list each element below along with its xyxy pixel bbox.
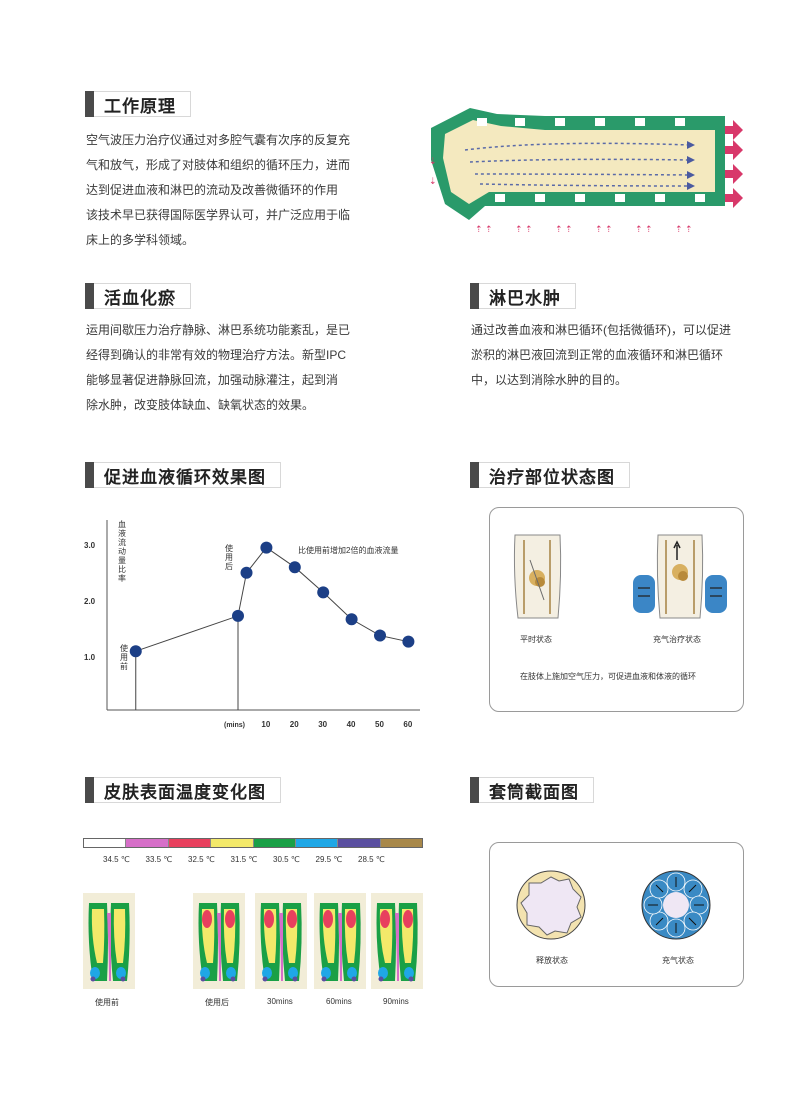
lymph-text: 通过改善血液和淋巴循环(包括微循环)，可以促进 淤积的淋巴液回流到正常的血液循环…	[471, 323, 731, 387]
data-point-group	[129, 541, 415, 658]
svg-text:⇣: ⇣	[429, 176, 437, 186]
principle-text: 空气波压力治疗仪通过对多腔气囊有次序的反复充 气和放气，形成了对肢体和组织的循环…	[86, 133, 351, 247]
inflate-state-label: 充气状态	[662, 956, 694, 965]
svg-text:⇡ ⇡: ⇡ ⇡	[595, 224, 613, 234]
section-title-state: 治疗部位状态图	[470, 462, 630, 488]
section-title-circulation: 促进血液循环效果图	[85, 462, 281, 488]
data-point	[129, 645, 142, 658]
x-tick-label: 30	[318, 720, 327, 729]
x-tick-label: 10	[261, 720, 270, 729]
state-diagram-box: 平时状态 充气治疗状态 在肢体上施加空气压力，可促进血液和体液的循环	[489, 507, 744, 712]
limb-normal-illustration	[513, 534, 562, 619]
scale-swatch	[338, 839, 381, 847]
thermal-foot-image	[255, 893, 307, 989]
scale-label: 28.5 ℃	[358, 855, 385, 864]
scale-swatch	[211, 839, 254, 847]
leg-sleeve-illustration: ⇣ ⇣ ⇡ ⇡ ⇡ ⇡ ⇡ ⇡ ⇡ ⇡ ⇡ ⇡ ⇡ ⇡	[429, 108, 743, 234]
data-point	[317, 586, 330, 599]
scale-label: 34.5 ℃	[103, 855, 130, 864]
svg-text:⇡ ⇡: ⇡ ⇡	[515, 224, 533, 234]
data-point	[288, 561, 301, 574]
x-tick-label: 50	[375, 720, 384, 729]
foot-label: 使用后	[205, 998, 229, 1007]
x-tick-group: 10 20 30 40 50 60	[261, 720, 412, 729]
series-line-group	[135, 546, 409, 710]
sleeve-inflate-illustration	[641, 870, 711, 940]
foot-label: 60mins	[326, 997, 352, 1006]
title-bar	[470, 777, 479, 803]
data-point	[374, 629, 386, 642]
limb-inflated-illustration	[633, 534, 727, 619]
title-bar	[85, 777, 94, 803]
y-tick-label: 2.0	[84, 597, 96, 606]
section-title-lymph: 淋巴水肿	[470, 283, 576, 309]
scale-label: 33.5 ℃	[145, 855, 173, 864]
data-point	[345, 613, 358, 626]
y-axis-label: 血液流动量比率	[118, 519, 126, 583]
svg-text:⇡ ⇡: ⇡ ⇡	[555, 224, 573, 234]
scale-label: 31.5 ℃	[230, 855, 258, 864]
svg-text:⇣: ⇣	[429, 156, 437, 166]
sleeve-diagram-box: 释放状态 充气状态	[489, 842, 744, 987]
scale-label: 32.5 ℃	[188, 855, 215, 864]
section-title-skin: 皮肤表面温度变化图	[85, 777, 281, 803]
y-tick-label: 1.0	[84, 653, 96, 662]
y-tick-label: 3.0	[84, 541, 96, 550]
scale-swatch	[253, 839, 296, 847]
chart-annotation: 比使用前增加2倍的血液流量	[298, 545, 398, 555]
thermal-foot-image	[83, 893, 135, 989]
foot-label: 使用前	[95, 998, 119, 1007]
release-state-label: 释放状态	[536, 956, 568, 965]
inflated-state-label: 充气治疗状态	[653, 635, 701, 644]
foot-label: 90mins	[383, 997, 409, 1006]
title-bar	[85, 91, 94, 117]
title-bar	[85, 283, 94, 309]
section-title-sleeve: 套筒截面图	[470, 777, 594, 803]
before-label: 使用前	[120, 643, 128, 671]
scale-swatch	[295, 839, 339, 847]
thermal-foot-image	[371, 893, 423, 989]
scale-swatch	[126, 839, 169, 847]
data-point	[402, 635, 415, 648]
x-unit-label: (mins)	[224, 722, 245, 729]
temperature-scale-bar	[83, 838, 423, 848]
blood-text: 运用间歇压力治疗静脉、淋巴系统功能紊乱，是已 经得到确认的非常有效的物理治疗方法…	[86, 323, 351, 412]
series-line	[135, 546, 409, 652]
title-bar	[470, 462, 479, 488]
state-caption: 在肢体上施加空气压力，可促进血液和体液的循环	[520, 672, 696, 681]
scale-label: 29.5 ℃	[315, 855, 343, 864]
data-point	[240, 566, 253, 579]
y-tick-group: 1.0 2.0 3.0	[84, 541, 96, 662]
svg-text:⇡ ⇡: ⇡ ⇡	[635, 224, 653, 234]
data-point	[260, 541, 273, 554]
thermal-foot-image	[193, 893, 245, 989]
foot-label: 30mins	[267, 997, 293, 1006]
thermal-foot-image	[314, 893, 366, 989]
normal-state-label: 平时状态	[520, 635, 552, 644]
data-point	[232, 609, 244, 622]
x-tick-label: 40	[347, 720, 356, 729]
scale-swatch	[168, 839, 212, 847]
svg-text:⇡ ⇡: ⇡ ⇡	[675, 224, 693, 234]
x-tick-label: 20	[290, 720, 299, 729]
scale-swatch	[380, 839, 422, 847]
svg-text:⇡ ⇡: ⇡ ⇡	[475, 224, 493, 234]
scale-swatch	[84, 839, 127, 847]
title-bar	[85, 462, 94, 488]
scale-label: 30.5 ℃	[273, 855, 300, 864]
x-tick-label: 60	[403, 720, 412, 729]
after-label: 使用后	[225, 543, 233, 571]
circulation-chart: 1.0 2.0 3.0 血液流动量比率 使用前 使用后 比使用前增加2倍的血液流…	[84, 519, 420, 729]
section-title-principle: 工作原理	[85, 91, 191, 117]
temperature-scale-labels: 34.5 ℃ 33.5 ℃ 32.5 ℃ 31.5 ℃ 30.5 ℃ 29.5 ℃ 28.5…	[83, 855, 423, 867]
section-title-blood: 活血化瘀	[85, 283, 191, 309]
title-bar	[470, 283, 479, 309]
sleeve-release-illustration	[516, 870, 586, 940]
